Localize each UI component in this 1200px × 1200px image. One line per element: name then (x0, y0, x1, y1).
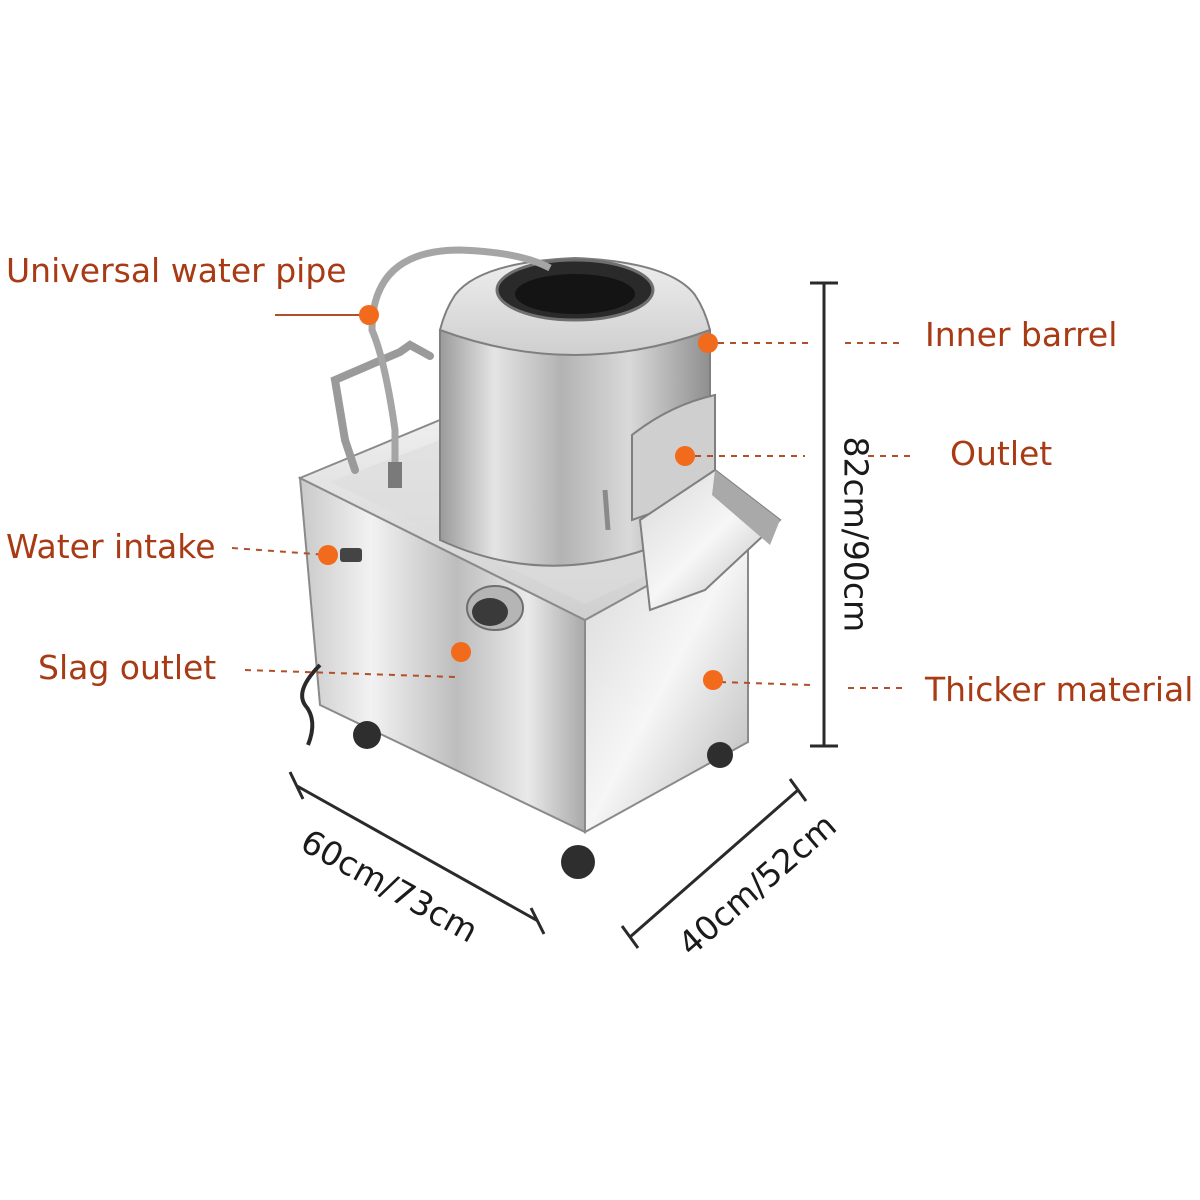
marker-water-intake (318, 545, 338, 565)
label-slag-outlet: Slag outlet (38, 648, 217, 687)
label-universal-water-pipe: Universal water pipe (6, 251, 347, 290)
water-pipe (368, 246, 552, 480)
leader-water-intake (231, 547, 329, 556)
leader-thicker-a (719, 681, 811, 686)
wheel (707, 742, 733, 768)
wheel (353, 721, 381, 749)
label-water-intake: Water intake (6, 527, 216, 566)
marker-inner-barrel (698, 333, 718, 353)
dimension-height-label: 82cm/90cm (836, 436, 876, 633)
handle (330, 340, 434, 444)
label-thicker-material: Thicker material (925, 670, 1194, 709)
marker-outlet (675, 446, 695, 466)
marker-thicker-material (703, 670, 723, 690)
dimension-line-depth (629, 788, 799, 939)
wheel (561, 845, 595, 879)
label-inner-barrel: Inner barrel (925, 315, 1118, 354)
marker-slag-outlet (451, 642, 471, 662)
label-outlet: Outlet (950, 434, 1053, 473)
marker-universal-water-pipe (359, 305, 379, 325)
dimension-line-width (296, 784, 539, 923)
power-cord (300, 663, 322, 746)
water-intake-fitting (340, 548, 362, 562)
